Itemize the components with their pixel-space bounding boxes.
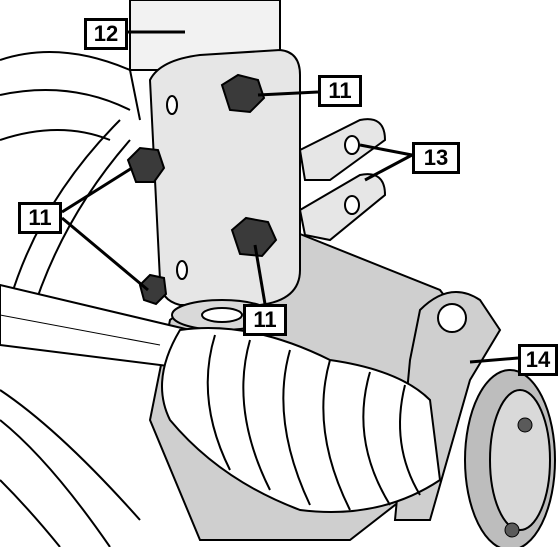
callout-11-top-right: 11 [318, 75, 362, 107]
bolt-bottom [230, 216, 278, 258]
callout-11-left: 11 [18, 202, 62, 234]
brackets [298, 118, 387, 242]
lower-frame [0, 389, 141, 547]
callout-12: 12 [84, 18, 128, 50]
leader-lines [61, 30, 519, 364]
bolt-top-right [220, 73, 266, 114]
wheel-hub [464, 369, 556, 547]
cv-boot [161, 327, 442, 513]
wheel-arch [0, 51, 141, 321]
callout-11-bottom: 11 [243, 304, 287, 336]
callout-13: 13 [412, 142, 460, 174]
bolt-left-lower [138, 273, 168, 306]
callout-14: 14 [518, 344, 558, 376]
bolt-left-upper [126, 146, 166, 183]
